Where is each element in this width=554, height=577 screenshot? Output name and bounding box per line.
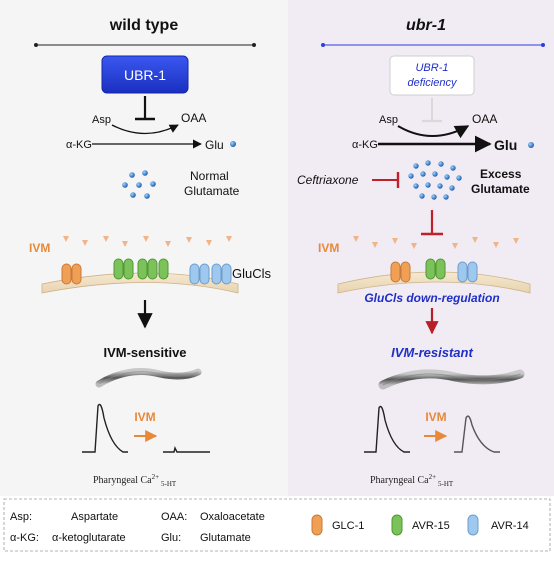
ceftriaxone-label: Ceftriaxone xyxy=(297,173,359,187)
abbreviation-legend: Asp: Aspartate OAA: Oxaloacetate α-KG: α… xyxy=(10,511,265,544)
legend-avr14-icon xyxy=(467,514,479,536)
legend-value-asp: Aspartate xyxy=(71,511,118,523)
right-receptor-avr14 xyxy=(457,261,478,283)
ubr1-deficiency-line1: UBR-1 xyxy=(415,62,448,74)
legend-bg xyxy=(0,496,554,577)
ubr1-deficiency-line2: deficiency xyxy=(408,77,458,89)
legend-glc1-label: GLC-1 xyxy=(332,520,364,532)
left-pharyngeal-label: Pharyngeal Ca2+5-HT xyxy=(93,473,177,488)
legend-key-asp: Asp: xyxy=(10,511,32,523)
glu-dot-right xyxy=(528,142,534,148)
left-result: IVM-sensitive xyxy=(103,345,186,360)
legend-value-oaa: Oxaloacetate xyxy=(200,511,265,523)
left-glutamate-line1: Normal xyxy=(190,169,229,183)
right-glutamate-line1: Excess xyxy=(480,167,522,181)
legend-avr15-icon xyxy=(391,514,403,536)
left-glu: Glu xyxy=(205,138,224,152)
left-glucls-label: GluCls xyxy=(232,266,272,281)
legend-value-akg: α-ketoglutarate xyxy=(52,532,126,544)
legend-key-akg: α-KG: xyxy=(10,532,39,544)
right-oaa: OAA xyxy=(472,112,497,126)
right-result: IVM-resistant xyxy=(391,345,473,360)
normal-glutamate-dots xyxy=(122,170,156,199)
right-ivm-label: IVM xyxy=(318,241,339,255)
left-akg: α-KG xyxy=(66,139,92,151)
left-title: wild type xyxy=(109,17,179,34)
left-oaa: OAA xyxy=(181,111,206,125)
left-ivm-arrow-label: IVM xyxy=(134,410,155,424)
left-ivm-label: IVM xyxy=(29,241,50,255)
legend-value-glu: Glutamate xyxy=(200,532,251,544)
right-trace-after xyxy=(454,415,500,453)
right-asp: Asp xyxy=(379,114,398,126)
right-pharyngeal-label: Pharyngeal Ca2+5-HT xyxy=(370,473,454,488)
left-ivm-drops xyxy=(63,236,232,247)
right-trace-before xyxy=(364,405,410,453)
left-receptor-avr14 xyxy=(189,263,232,285)
right-ivm-drops xyxy=(353,236,519,249)
legend-key-oaa: OAA: xyxy=(161,511,187,523)
glucls-downregulation: GluCls down-regulation xyxy=(364,291,499,305)
glu-dot xyxy=(230,141,236,147)
right-akg: α-KG xyxy=(352,139,378,151)
ubr1-box xyxy=(101,55,189,94)
ubr1-deficiency-box xyxy=(389,55,475,96)
left-trace-after xyxy=(163,445,210,453)
left-glutamate-line2: Glutamate xyxy=(184,184,240,198)
legend-box xyxy=(3,498,551,552)
legend-glc1-icon xyxy=(311,514,323,536)
left-asp: Asp xyxy=(92,114,111,126)
right-glu: Glu xyxy=(494,137,517,153)
ubr1-box-label: UBR-1 xyxy=(124,67,166,83)
left-membrane xyxy=(41,272,239,294)
right-title: ubr-1 xyxy=(406,17,446,34)
right-receptor-glc1 xyxy=(390,261,411,283)
left-receptor-avr15 xyxy=(113,258,169,280)
right-glutamate-line2: Glutamate xyxy=(471,182,530,196)
legend-avr14-label: AVR-14 xyxy=(491,520,529,532)
legend-key-glu: Glu: xyxy=(161,532,181,544)
right-receptor-avr15 xyxy=(425,258,446,280)
right-ivm-arrow-label: IVM xyxy=(425,410,446,424)
left-trace-before xyxy=(82,403,128,453)
left-receptor-glc1 xyxy=(61,263,82,285)
receptor-legend: GLC-1 AVR-15 AVR-14 xyxy=(311,514,529,536)
legend-avr15-label: AVR-15 xyxy=(412,520,450,532)
excess-glutamate-dots xyxy=(408,160,462,200)
